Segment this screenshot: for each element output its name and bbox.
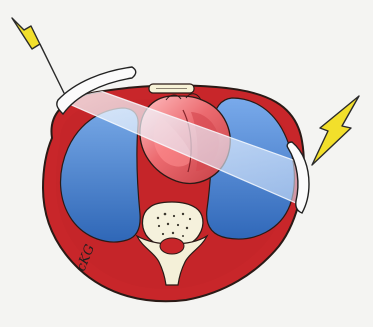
spinal-canal	[160, 238, 184, 254]
sternum	[149, 84, 194, 93]
